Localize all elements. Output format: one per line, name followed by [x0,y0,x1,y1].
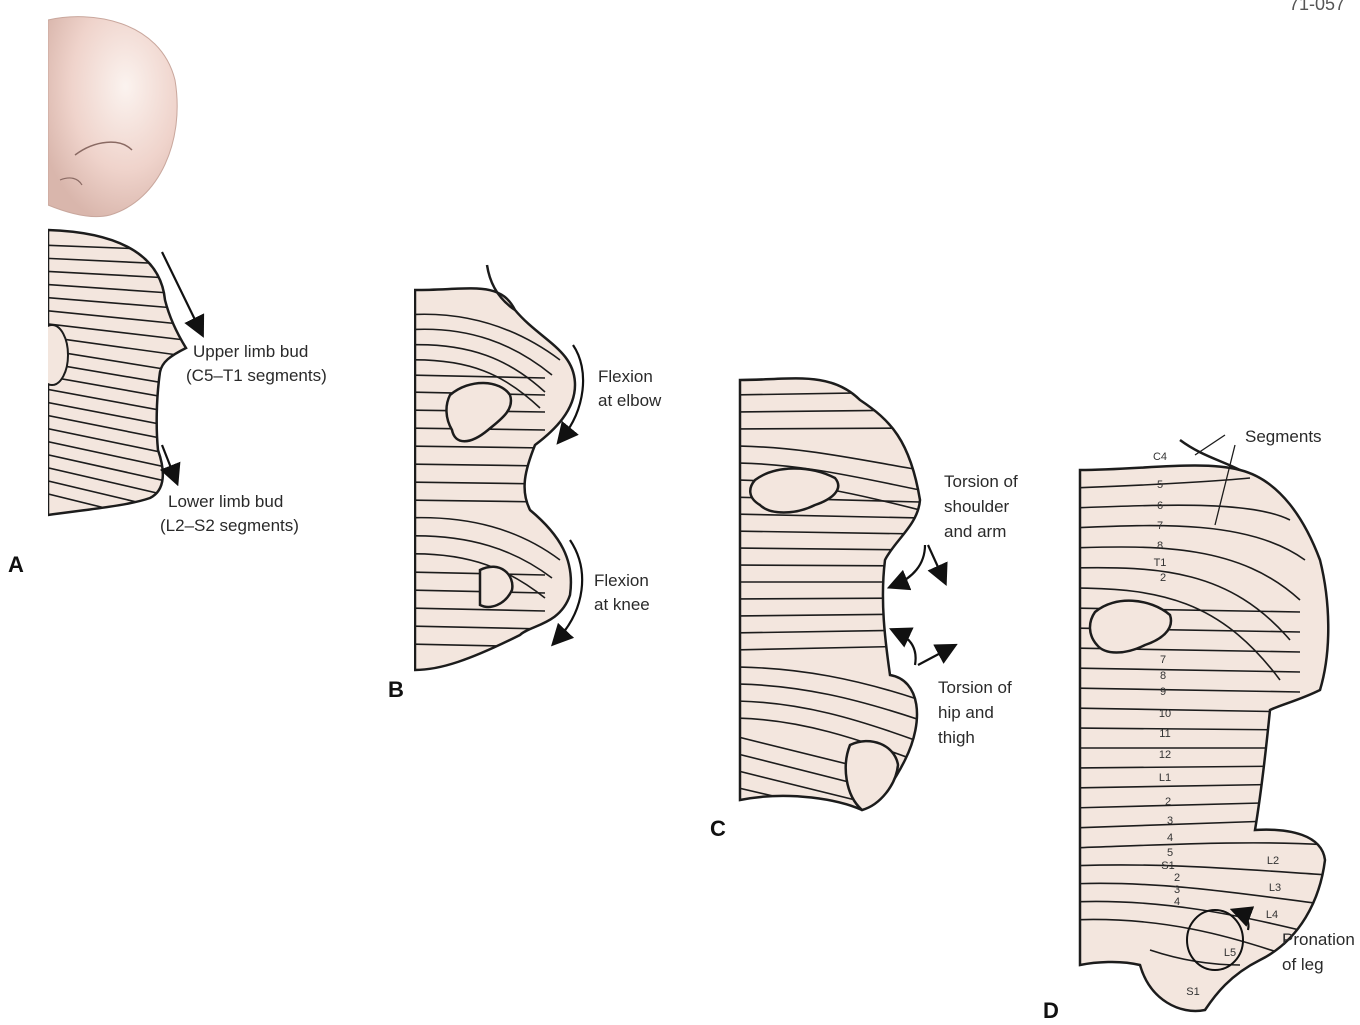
hip-label-2: hip and [938,703,994,722]
segment-s3: 3 [1174,884,1180,896]
segment-c4: C4 [1153,451,1167,463]
segment-s2: 2 [1174,872,1180,884]
segment-t12: 12 [1159,749,1171,761]
leg-segment-l3: L3 [1269,882,1281,894]
segment-t7: 7 [1160,654,1166,666]
elbow-label-2: at elbow [598,391,662,410]
hip-label-3: thigh [938,728,975,747]
hip-torsion-arrow-1 [897,632,916,665]
leg-segment-l4: L4 [1266,909,1278,921]
segment-l5: 5 [1167,847,1173,859]
segment-l4: 4 [1167,832,1173,844]
leg-segment-l2: L2 [1267,855,1279,867]
embryo-head [48,17,177,217]
segments-label: Segments [1245,427,1322,446]
segment-t2: 2 [1160,572,1166,584]
segment-t9: 9 [1160,686,1166,698]
shoulder-torsion-arrow-2 [928,545,943,578]
knee-label-1: Flexion [594,571,649,590]
panel-b-letter: B [388,677,404,702]
lower-limb-label-2: (L2–S2 segments) [160,516,299,535]
segment-l3: 3 [1167,815,1173,827]
panel-d: C4 5 6 7 8 T1 2 7 8 9 10 11 12 L1 2 3 4 … [1043,427,1355,1023]
panel-a-letter: A [8,552,24,577]
upper-limb-label-1: Upper limb bud [193,342,308,361]
segment-c5: 5 [1157,479,1163,491]
shoulder-label-1: Torsion of [944,472,1018,491]
segment-t11: 11 [1159,728,1170,740]
leg-segment-s1: S1 [1186,986,1199,998]
hip-label-1: Torsion of [938,678,1012,697]
segment-t1: T1 [1154,557,1167,569]
segment-t10: 10 [1159,708,1171,720]
pronation-label-1: Pronation [1282,930,1355,949]
segment-s4: 4 [1174,896,1180,908]
elbow-label-1: Flexion [598,367,653,386]
leg-segment-l5: L5 [1224,947,1236,959]
segment-c7: 7 [1157,520,1163,532]
shoulder-label-2: shoulder [944,497,1010,516]
panel-c: Torsion of shoulder and arm Torsion of h… [700,370,1018,841]
panel-a: Upper limb bud (C5–T1 segments) Lower li… [0,0,327,1025]
segment-t8: 8 [1160,670,1166,682]
panel-d-letter: D [1043,998,1059,1023]
knee-label-2: at knee [594,595,650,614]
hip-torsion-arrow-2 [918,648,950,665]
shoulder-torsion-arrow-1 [895,545,925,585]
pronation-label-2: of leg [1282,955,1324,974]
panel-c-letter: C [710,816,726,841]
shoulder-label-3: and arm [944,522,1006,541]
foot-c [846,741,898,810]
corner-code: 71-057 [1289,0,1345,14]
upper-limb-label-2: (C5–T1 segments) [186,366,327,385]
segment-c6: 6 [1157,500,1163,512]
segment-l2: 2 [1165,796,1171,808]
panel-b: Flexion at elbow Flexion at knee B [388,250,662,702]
segment-c8: 8 [1157,540,1163,552]
segment-s1: S1 [1161,860,1174,872]
lower-limb-label-1: Lower limb bud [168,492,283,511]
segment-l1: L1 [1159,772,1171,784]
